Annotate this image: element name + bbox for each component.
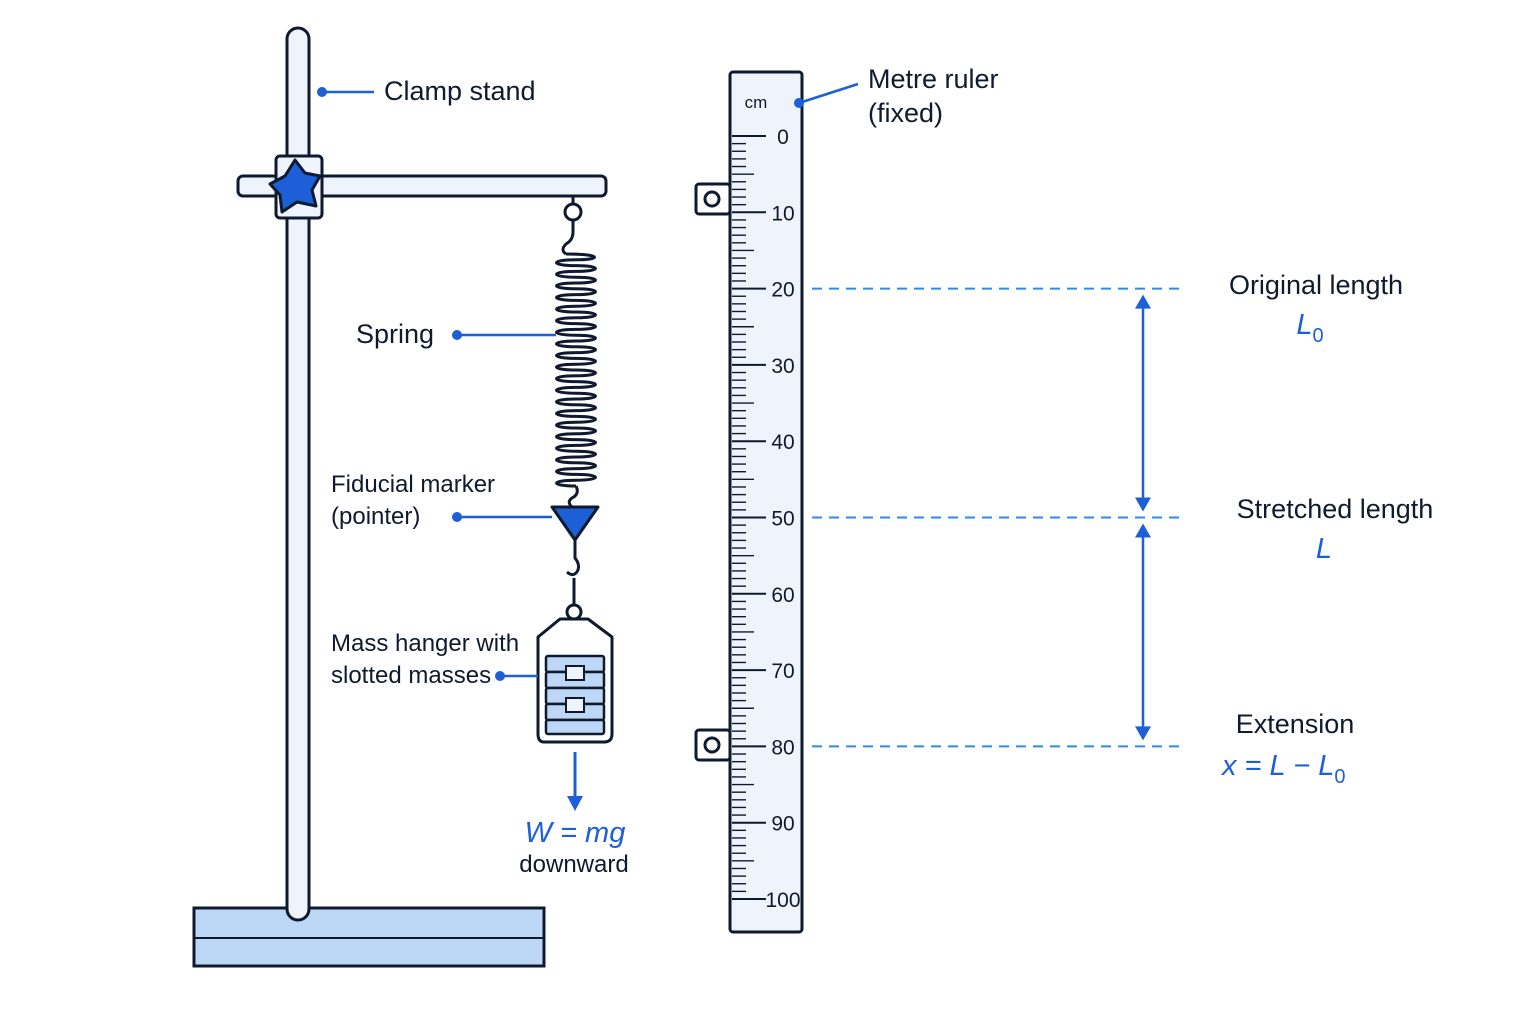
mass-hanger	[536, 578, 614, 744]
spring-top-hook	[561, 220, 575, 256]
ruler-bracket-bottom	[694, 728, 732, 762]
hanger-ring	[565, 603, 583, 621]
spring-label: Spring	[356, 319, 434, 349]
arrowhead-down-icon	[1135, 497, 1151, 512]
ruler-bracket-top	[694, 182, 732, 216]
original-length-annotation: Original length L0	[1229, 270, 1403, 347]
spring-coil	[555, 252, 597, 488]
pointer-triangle-icon	[550, 505, 600, 542]
ruler-tick-label: 40	[771, 431, 794, 454]
extension-formula: x = L − L0	[1220, 750, 1345, 788]
mass-label-line1: Mass hanger with	[331, 630, 519, 657]
stretched-length-annotation: Stretched length L	[1237, 494, 1434, 565]
clamp-knob-icon	[268, 158, 322, 214]
weight-arrow: W = mg downward	[519, 752, 629, 878]
ruler-tick-labels: 0 10 20 30 40 50 60 70 80 90 100	[765, 126, 800, 912]
stand-arm	[236, 174, 608, 198]
arrowhead-up-icon	[1135, 523, 1151, 538]
clamp-stand	[192, 26, 608, 968]
ruler-tick-label: 30	[771, 355, 794, 378]
ruler-tick-label: 50	[771, 508, 794, 531]
lower-double-arrow	[1135, 523, 1151, 741]
ruler-tick-label: 80	[771, 736, 794, 759]
ruler-tick-label: 100	[765, 889, 800, 912]
ruler-tick-label: 0	[777, 126, 789, 149]
ruler-ticks	[732, 135, 766, 900]
spring-assembly	[555, 196, 597, 510]
original-length-label: Original length	[1229, 270, 1403, 300]
measurement-guides	[812, 287, 1186, 748]
fiducial-marker	[550, 505, 600, 577]
ruler-label-line1: Metre ruler	[868, 64, 999, 94]
ruler-tick-label: 90	[771, 813, 794, 836]
fiducial-label-line2: (pointer)	[331, 503, 420, 530]
stretched-length-symbol: L	[1316, 533, 1332, 565]
clamp-stand-callout: Clamp stand	[317, 76, 536, 106]
extension-annotation: Extension x = L − L0	[1220, 709, 1354, 788]
slotted-masses	[544, 654, 606, 736]
metre-ruler: cm 0 10 20 30 40 50 60 70 80 90 100	[694, 70, 804, 934]
ruler-unit-label: cm	[745, 93, 768, 112]
ruler-tick-label: 70	[771, 660, 794, 683]
spring-callout: Spring	[356, 319, 556, 349]
fiducial-callout: Fiducial marker (pointer)	[331, 471, 552, 530]
weight-formula: W = mg	[525, 817, 626, 849]
weight-arrowhead-icon	[567, 796, 583, 811]
mass-callout: Mass hanger with slotted masses	[331, 630, 538, 689]
arrowhead-up-icon	[1135, 294, 1151, 309]
ruler-tick-label: 10	[771, 202, 794, 225]
fiducial-label-line1: Fiducial marker	[331, 471, 495, 498]
arrowhead-down-icon	[1135, 726, 1151, 741]
extension-label: Extension	[1236, 709, 1355, 739]
stand-rod	[285, 26, 311, 922]
upper-double-arrow	[1135, 294, 1151, 512]
clamp-stand-label: Clamp stand	[384, 76, 536, 106]
pointer-lower-hook	[566, 540, 581, 577]
ruler-label-line2: (fixed)	[868, 98, 943, 128]
original-length-symbol: L0	[1296, 309, 1323, 347]
weight-direction-label: downward	[519, 851, 628, 878]
spring-bottom-hook	[567, 485, 579, 510]
mass-label-line2: slotted masses	[331, 662, 491, 689]
ruler-body	[728, 70, 804, 934]
ruler-tick-label: 60	[771, 584, 794, 607]
ruler-tick-label: 20	[771, 279, 794, 302]
spring-top-ring	[563, 202, 583, 222]
stretched-length-label: Stretched length	[1237, 494, 1434, 524]
ruler-callout: Metre ruler (fixed)	[794, 64, 999, 128]
